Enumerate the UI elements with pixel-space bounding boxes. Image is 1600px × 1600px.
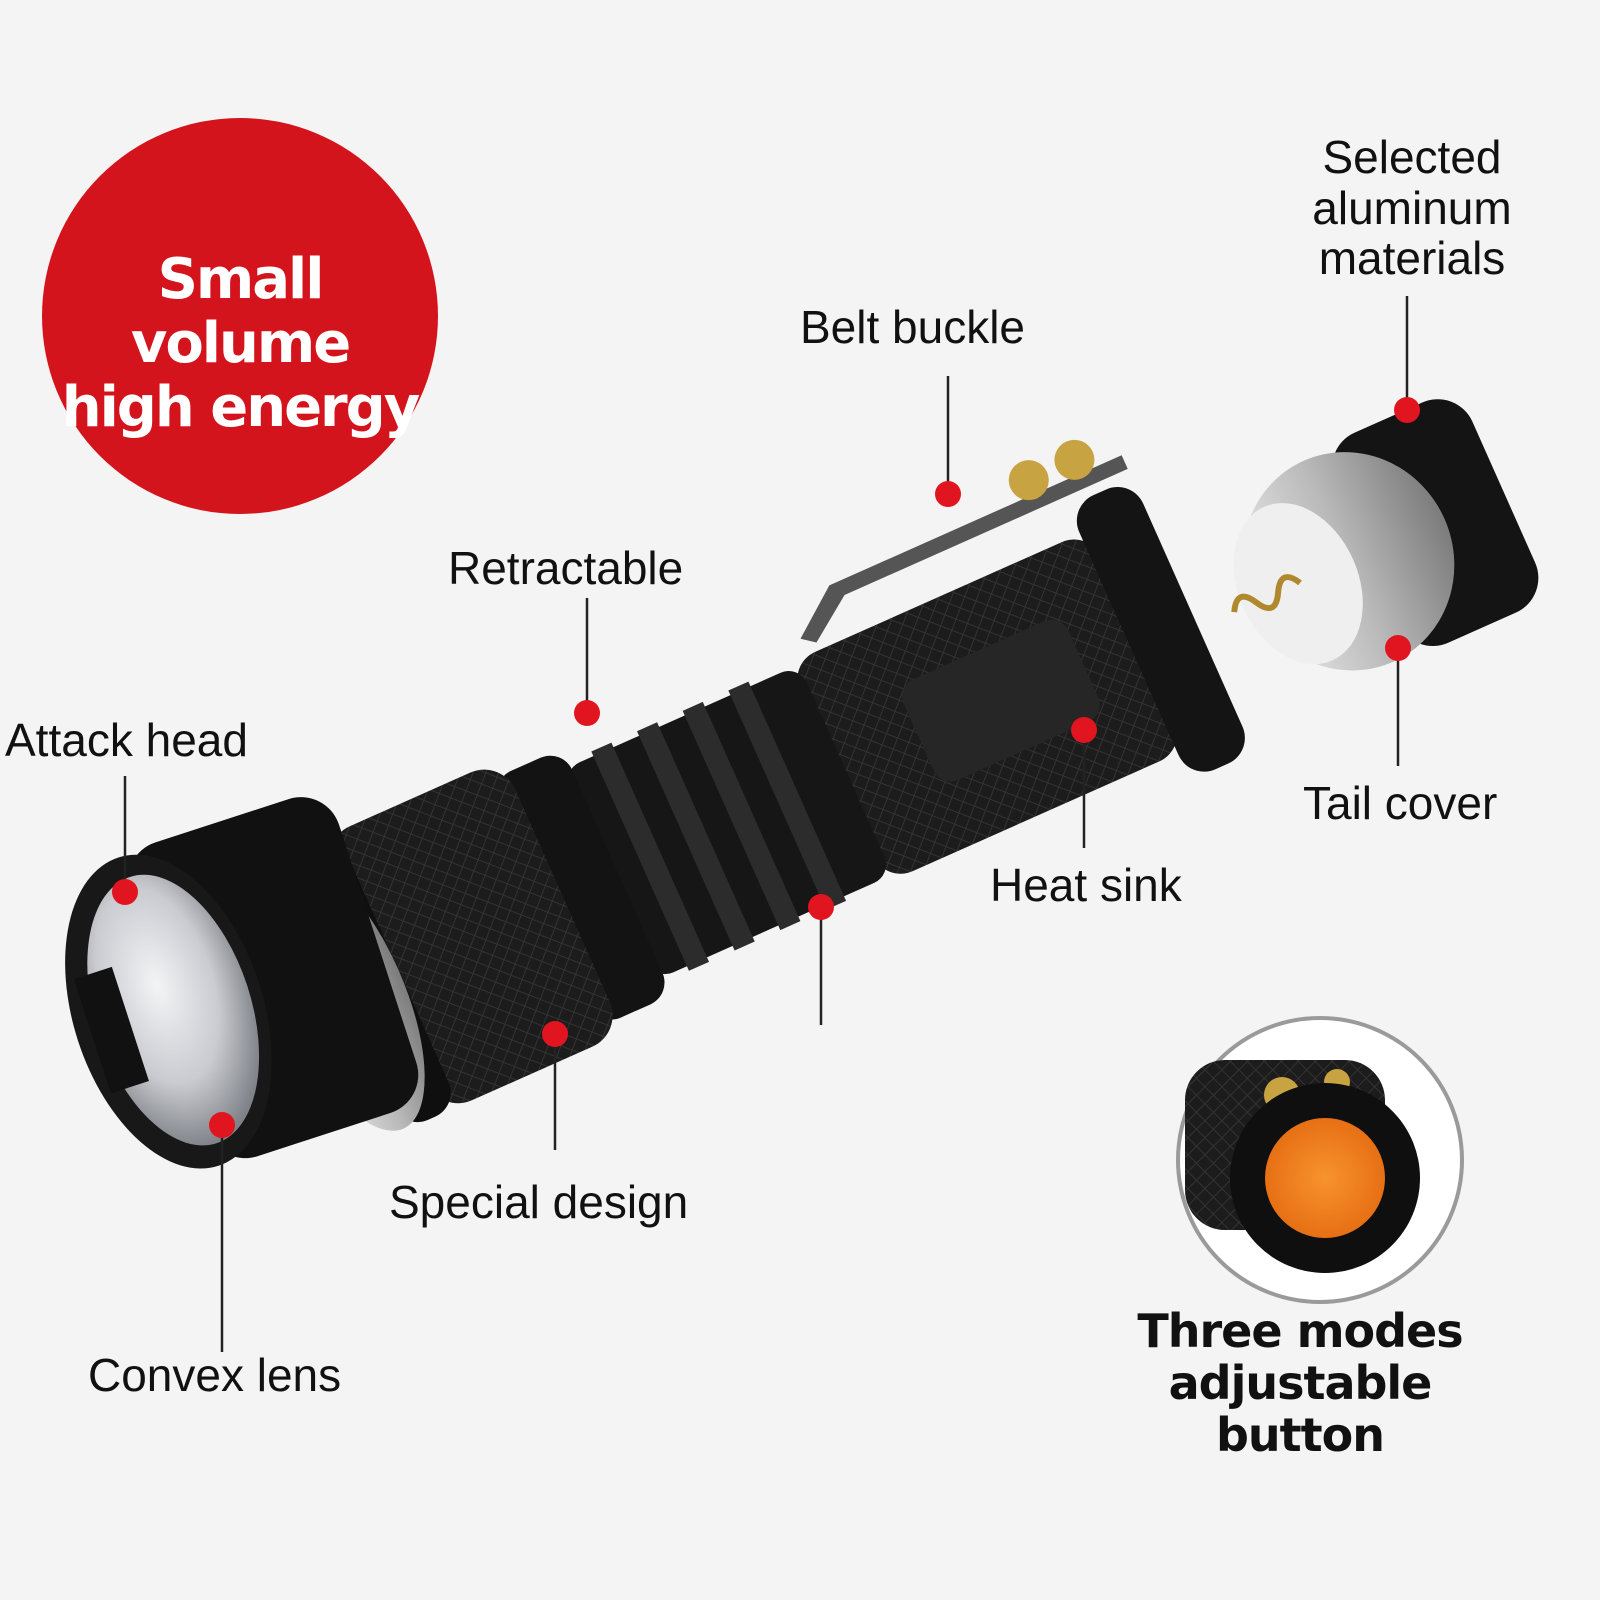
label-selected-materials: Selected aluminum materials [1312, 131, 1512, 285]
attack-head [65, 797, 419, 1169]
inset-caption-line-2: adjustable button [1168, 1356, 1433, 1462]
callout-dots [112, 397, 1420, 1138]
switch-button [1265, 1118, 1385, 1238]
label-belt-buckle: Belt buckle [800, 301, 1026, 353]
clip-screw [1008, 460, 1049, 501]
inset-caption: Three modes adjustable button [1080, 1305, 1520, 1461]
label-retractable: Retractable [448, 542, 684, 594]
label-special-design: Special design [389, 1176, 689, 1228]
badge-line-1: Small volume [130, 247, 351, 376]
label-convex-lens: Convex lens [88, 1349, 342, 1401]
label-heat-sink: Heat sink [990, 859, 1182, 911]
badge-line-2: high energy [61, 375, 421, 440]
label-tail-cover: Tail cover [1303, 777, 1498, 829]
belt-clip [800, 455, 1128, 643]
rear-collar [1076, 487, 1245, 772]
button-inset [1176, 1016, 1464, 1304]
clip-screw [1054, 439, 1095, 480]
flat-panel [902, 619, 1100, 782]
inset-caption-line-1: Three modes [1137, 1304, 1463, 1358]
badge-text: Small volume high energy [42, 248, 438, 440]
callout-lines [123, 296, 1409, 1352]
tail-cap [1231, 399, 1539, 671]
retractable-ring [496, 755, 665, 1020]
label-attack-head: Attack head [5, 714, 248, 766]
feature-badge: Small volume high energy [42, 118, 438, 514]
spring [1231, 574, 1302, 613]
